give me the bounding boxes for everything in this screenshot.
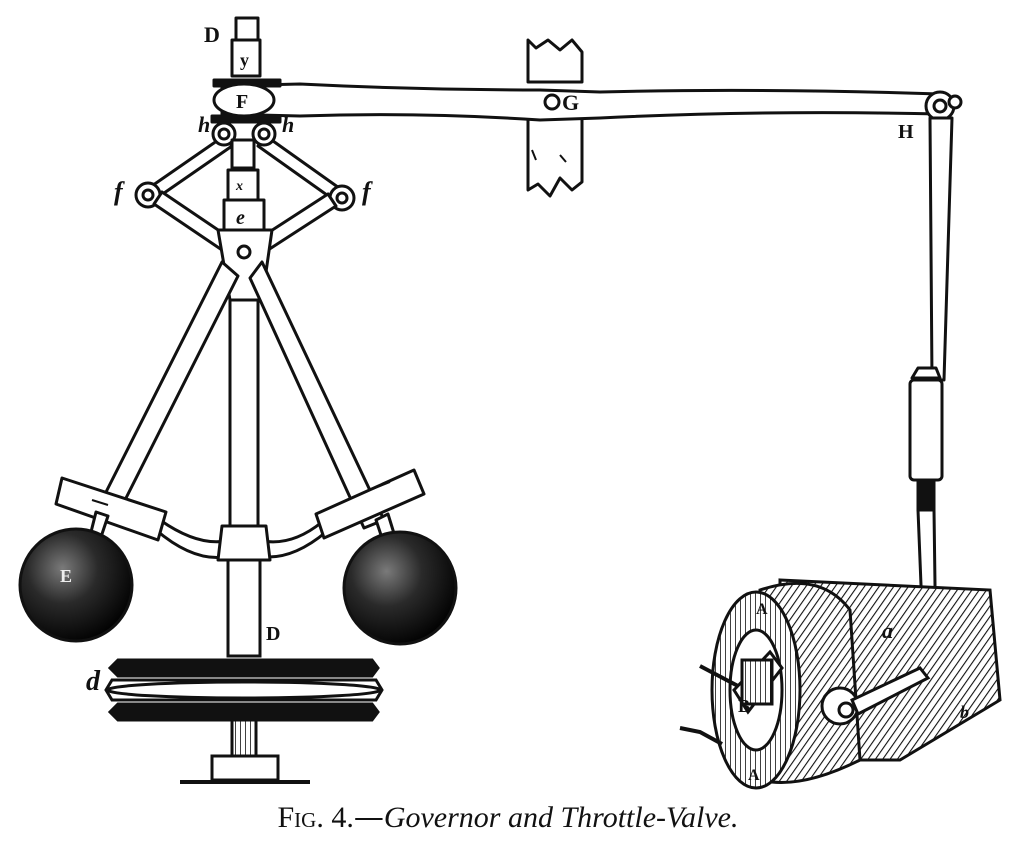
base-block bbox=[210, 754, 280, 782]
label-x: x bbox=[235, 179, 243, 194]
label-D-mid: D bbox=[266, 623, 280, 645]
spindle-top bbox=[234, 16, 260, 44]
label-a: a bbox=[882, 618, 893, 643]
label-d: d bbox=[86, 666, 101, 697]
label-G: G bbox=[562, 90, 579, 115]
pulley-d bbox=[107, 658, 380, 678]
figure-caption: Fig. 4.—Governor and Throttle-Valve. bbox=[0, 800, 1016, 835]
figure-number: Fig. 4. bbox=[277, 801, 354, 834]
label-A-top: A bbox=[756, 601, 768, 618]
label-D-top: D bbox=[204, 22, 220, 47]
label-b: b bbox=[960, 702, 969, 722]
sleeve-right bbox=[314, 468, 426, 540]
caption-separator: — bbox=[353, 800, 384, 835]
spindle-D bbox=[226, 558, 262, 658]
governor-ball-left bbox=[18, 527, 134, 643]
ball-arm-right bbox=[248, 260, 386, 530]
label-h-left: h bbox=[198, 112, 210, 137]
label-B: B bbox=[738, 696, 750, 716]
ball-arm-left bbox=[100, 260, 240, 508]
label-F: F bbox=[236, 91, 248, 113]
lever-bracket bbox=[526, 38, 584, 198]
fulcrum-pin-G bbox=[543, 93, 561, 111]
label-A-bottom: A bbox=[748, 767, 760, 784]
label-f-left: f bbox=[114, 177, 125, 206]
label-f-right: f bbox=[362, 177, 373, 206]
bell-crank-lever bbox=[220, 82, 942, 122]
rod-sleeve bbox=[908, 378, 944, 482]
label-h-right: h bbox=[282, 112, 294, 137]
label-H: H bbox=[898, 121, 914, 143]
label-y-top: y bbox=[240, 50, 249, 70]
figure-title: Governor and Throttle-Valve. bbox=[383, 801, 739, 834]
label-E: E bbox=[60, 566, 72, 586]
governor-ball-right bbox=[342, 530, 458, 646]
throttle-rod bbox=[928, 116, 954, 382]
sleeve-left bbox=[54, 476, 168, 542]
label-e: e bbox=[236, 207, 245, 229]
governor-throttle-valve-illustration: D y F G H h h f f e x E D d a B A A b bbox=[18, 16, 1002, 790]
